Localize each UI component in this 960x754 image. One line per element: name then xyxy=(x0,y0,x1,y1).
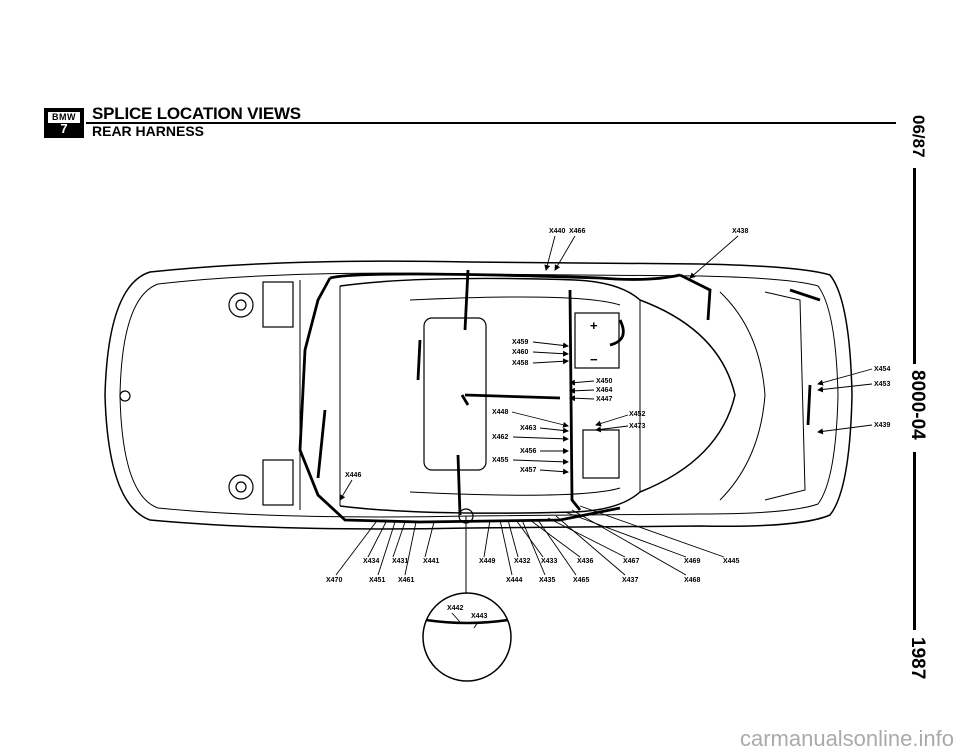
car-body xyxy=(104,260,853,530)
label-x441: X441 xyxy=(423,558,439,565)
label-x452: X452 xyxy=(629,411,645,418)
label-x466: X466 xyxy=(569,228,585,235)
label-x469: X469 xyxy=(684,558,700,565)
console-box xyxy=(582,429,620,479)
page-subtitle: REAR HARNESS xyxy=(92,123,205,139)
label-x437: X437 xyxy=(622,577,638,584)
logo-brand: BMW xyxy=(48,112,80,123)
leader-lines xyxy=(335,235,873,629)
label-x436: X436 xyxy=(577,558,593,565)
label-x435: X435 xyxy=(539,577,555,584)
label-x442: X442 xyxy=(447,605,463,612)
label-x431: X431 xyxy=(392,558,408,565)
connector-detail-circle xyxy=(422,592,512,682)
label-x454: X454 xyxy=(874,366,890,373)
bmw-7-logo: BMW 7 xyxy=(44,108,84,138)
roof-panel xyxy=(423,317,487,471)
label-x448: X448 xyxy=(492,409,508,416)
label-x433: X433 xyxy=(541,558,557,565)
label-x455: X455 xyxy=(492,457,508,464)
label-x465: X465 xyxy=(573,577,589,584)
side-rule-upper xyxy=(913,168,916,364)
label-x457: X457 xyxy=(520,467,536,474)
detail-source-circle xyxy=(458,508,474,524)
logo-model: 7 xyxy=(60,121,68,136)
detail-wire xyxy=(425,618,509,625)
label-x444: X444 xyxy=(506,577,522,584)
battery-plus-label: + xyxy=(590,318,598,333)
label-x473: X473 xyxy=(629,423,645,430)
label-x461: X461 xyxy=(398,577,414,584)
title-rule xyxy=(86,122,896,124)
label-x468: X468 xyxy=(684,577,700,584)
label-x447: X447 xyxy=(596,396,612,403)
page-title: SPLICE LOCATION VIEWS xyxy=(92,104,301,123)
spare-parts xyxy=(119,281,294,506)
label-x456: X456 xyxy=(520,448,536,455)
label-x464: X464 xyxy=(596,387,612,394)
label-x445: X445 xyxy=(723,558,739,565)
label-x459: X459 xyxy=(512,339,528,346)
label-x451: X451 xyxy=(369,577,385,584)
label-x443: X443 xyxy=(471,613,487,620)
label-x440: X440 xyxy=(549,228,565,235)
watermark-footer: carmanualsonline.info xyxy=(739,726,954,751)
label-x462: X462 xyxy=(492,434,508,441)
harness-wires xyxy=(298,269,821,524)
label-x453: X453 xyxy=(874,381,890,388)
side-rule-lower xyxy=(913,452,916,630)
label-x470: X470 xyxy=(326,577,342,584)
label-x463: X463 xyxy=(520,425,536,432)
label-x458: X458 xyxy=(512,360,528,367)
battery-minus-label: − xyxy=(590,352,598,367)
connector-labels: X440 X466 X438 X459 X460 X458 X450 X464 … xyxy=(326,228,890,620)
label-x439: X439 xyxy=(874,422,890,429)
label-x432: X432 xyxy=(514,558,530,565)
label-x449: X449 xyxy=(479,558,495,565)
label-x438: X438 xyxy=(732,228,748,235)
label-x467: X467 xyxy=(623,558,639,565)
label-x434: X434 xyxy=(363,558,379,565)
label-x450: X450 xyxy=(596,378,612,385)
label-x460: X460 xyxy=(512,349,528,356)
label-x446: X446 xyxy=(345,472,361,479)
